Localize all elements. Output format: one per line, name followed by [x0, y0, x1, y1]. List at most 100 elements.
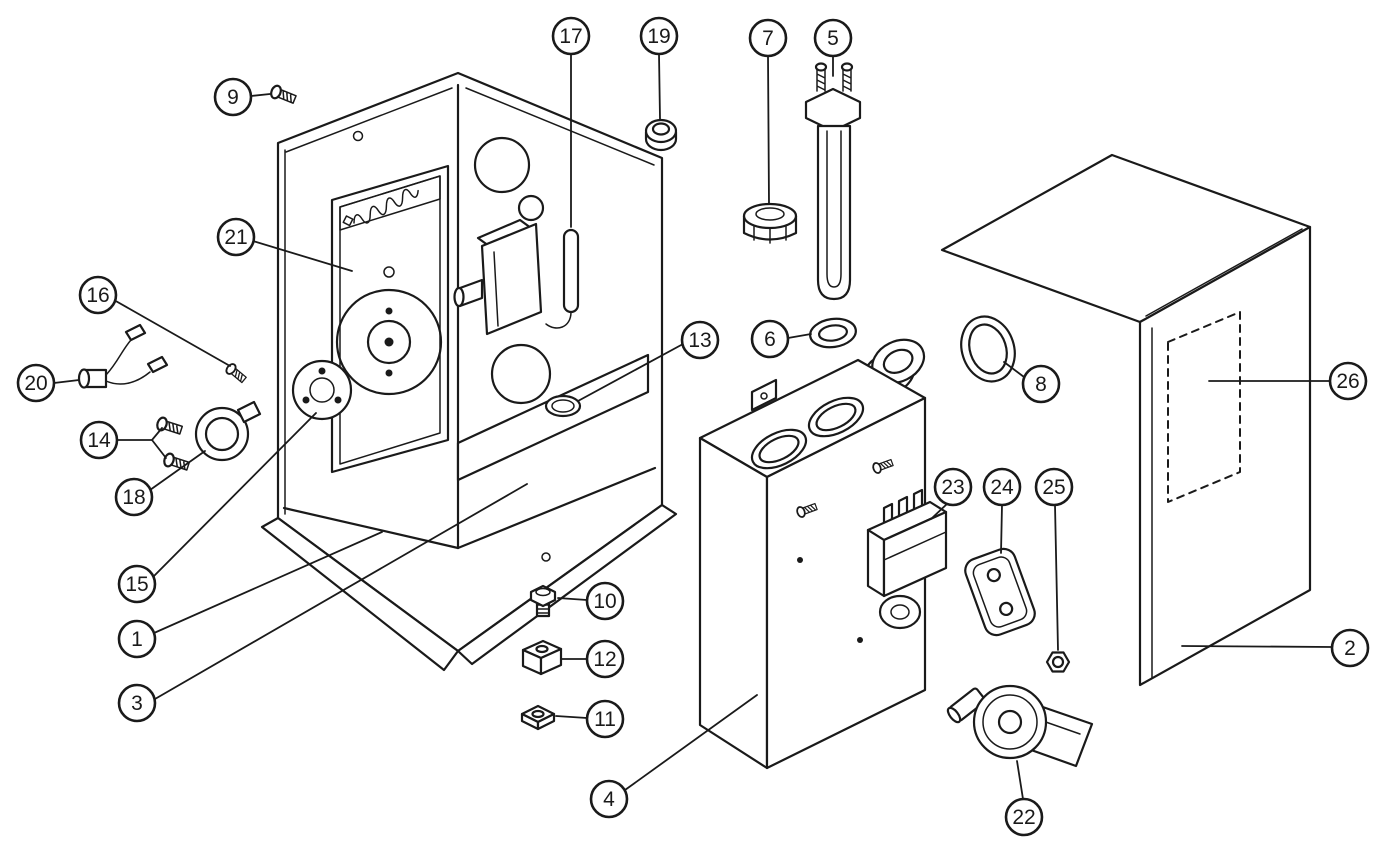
callout-18-number: 18 — [122, 486, 145, 509]
part-thermostat-switch — [453, 218, 543, 336]
callout-26-number: 26 — [1336, 370, 1359, 393]
part-pressure-switch — [866, 488, 948, 598]
callout-18: 18 — [114, 477, 154, 517]
leader-19 — [658, 53, 661, 120]
manifold-left-face — [698, 436, 769, 770]
callout-12-number: 12 — [593, 648, 616, 671]
callout-8: 8 — [1021, 364, 1061, 404]
callout-9-number: 9 — [227, 86, 239, 109]
part-outer-cover — [940, 153, 1312, 687]
callout-11-number: 11 — [594, 708, 616, 731]
manifold-screw — [796, 502, 818, 518]
callout-15-number: 15 — [125, 573, 148, 596]
part-screw-14b — [163, 452, 191, 471]
wall-hole-small — [517, 194, 545, 222]
callout-23: 23 — [933, 467, 973, 507]
wall-hole-large-top — [473, 136, 531, 194]
shelf-hole — [544, 394, 582, 418]
part-thermostat-knob — [291, 359, 353, 421]
part-wire-harness — [77, 323, 169, 389]
part-bolt — [529, 584, 557, 618]
callout-11: 11 — [585, 699, 625, 739]
part-bushing-clamp — [194, 400, 262, 462]
leader-22 — [1016, 760, 1024, 800]
part-capillary-tube — [545, 228, 580, 329]
part-element-gasket — [809, 317, 857, 349]
callout-2: 2 — [1330, 628, 1370, 668]
leader-8 — [1003, 361, 1025, 378]
terminal-screw — [814, 62, 828, 92]
callout-3: 3 — [117, 683, 157, 723]
leader-21 — [252, 240, 353, 272]
callout-3-number: 3 — [131, 692, 143, 715]
part-gland-nut — [644, 118, 678, 152]
element-flange — [804, 87, 862, 133]
part-outlet-gasket — [960, 315, 1016, 383]
element-body — [816, 124, 852, 301]
leader-11 — [555, 715, 588, 719]
part-screw-9 — [270, 84, 297, 104]
callout-26: 26 — [1328, 361, 1368, 401]
callout-19-number: 19 — [647, 25, 670, 48]
floor-hole — [541, 552, 551, 562]
callout-25: 25 — [1034, 467, 1074, 507]
spade-terminal — [124, 323, 147, 342]
leader-23 — [930, 502, 949, 520]
callout-22: 22 — [1004, 797, 1044, 837]
part-control-panel — [330, 164, 450, 474]
callout-10: 10 — [585, 581, 625, 621]
callout-23-number: 23 — [941, 476, 964, 499]
callout-7: 7 — [748, 18, 788, 58]
manifold-screw — [872, 458, 894, 474]
cabinet-bottom-flange-left — [260, 516, 460, 672]
callout-8-number: 8 — [1035, 373, 1047, 396]
wall-hole-large-bottom — [490, 343, 552, 405]
terminal-screw — [840, 62, 854, 92]
part-screw-16 — [225, 363, 247, 384]
callout-24: 24 — [982, 467, 1022, 507]
mounting-tab — [750, 378, 778, 412]
manifold-right-face — [765, 396, 927, 770]
callout-5: 5 — [813, 18, 853, 58]
callout-15: 15 — [117, 564, 157, 604]
callout-25-number: 25 — [1042, 476, 1065, 499]
leader-20 — [53, 379, 80, 384]
callout-6-number: 6 — [764, 328, 776, 351]
leader-9 — [250, 93, 271, 97]
callout-24-number: 24 — [990, 476, 1014, 499]
leader-2 — [1181, 645, 1333, 648]
callout-10-number: 10 — [593, 590, 616, 613]
part-drain-plug — [742, 202, 798, 244]
callout-5-number: 5 — [827, 27, 839, 50]
callout-22-number: 22 — [1012, 806, 1035, 829]
callout-13: 13 — [680, 320, 720, 360]
callout-17-number: 17 — [559, 25, 582, 48]
callout-14: 14 — [79, 420, 119, 460]
leader-25 — [1054, 504, 1059, 651]
logo-band — [339, 175, 441, 231]
callout-6: 6 — [750, 319, 790, 359]
label-area-outline — [1167, 311, 1241, 503]
part-heating-element — [804, 62, 862, 301]
callout-16: 16 — [78, 275, 118, 315]
callout-12: 12 — [585, 639, 625, 679]
leader-1 — [153, 531, 383, 634]
leader-10 — [557, 597, 588, 601]
cover-front-face — [1138, 225, 1312, 687]
leader-14a — [116, 427, 163, 441]
leader-lines — [53, 53, 1333, 800]
part-burner-shelf — [456, 353, 650, 482]
manifold-opening — [807, 396, 865, 438]
leader-6 — [787, 333, 812, 339]
manifold-opening — [750, 428, 808, 470]
leader-7 — [767, 55, 770, 205]
callout-21: 21 — [216, 217, 256, 257]
part-hex-nut — [1045, 651, 1071, 673]
leader-4 — [624, 694, 758, 791]
callouts: 1 2 3 4 5 6 7 8 9 10 11 12 13 14 15 16 1… — [16, 16, 1370, 837]
part-mounting-bracket — [964, 547, 1036, 637]
part-heater-manifold — [698, 338, 927, 770]
leader-16 — [113, 299, 231, 367]
